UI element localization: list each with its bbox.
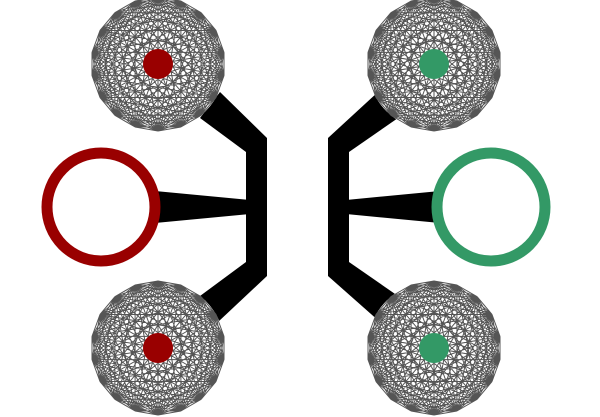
left-ring-node xyxy=(41,147,161,267)
left-connector-group xyxy=(155,92,267,322)
mesh-edges xyxy=(367,0,501,132)
left-top-mesh-node xyxy=(91,0,225,132)
right-middle-connector xyxy=(346,191,440,223)
left-spine xyxy=(246,138,267,276)
mesh-edges xyxy=(91,280,225,416)
mesh-edges xyxy=(367,280,501,416)
right-bottom-mesh-node xyxy=(367,280,501,416)
right-bottom-connector xyxy=(328,262,398,322)
right-top-center-dot xyxy=(419,49,449,79)
right-spine xyxy=(328,138,349,276)
left-middle-connector xyxy=(155,191,250,223)
left-bottom-connector xyxy=(200,262,267,322)
right-connector-group xyxy=(328,92,440,322)
left-bottom-center-dot xyxy=(143,333,173,363)
right-bottom-center-dot xyxy=(419,333,449,363)
left-top-connector xyxy=(200,92,267,152)
left-top-center-dot xyxy=(143,49,173,79)
right-top-mesh-node xyxy=(367,0,501,132)
right-ring-node xyxy=(431,147,551,267)
left-bottom-mesh-node xyxy=(91,280,225,416)
mesh-edges xyxy=(91,0,225,132)
right-top-connector xyxy=(328,92,398,152)
